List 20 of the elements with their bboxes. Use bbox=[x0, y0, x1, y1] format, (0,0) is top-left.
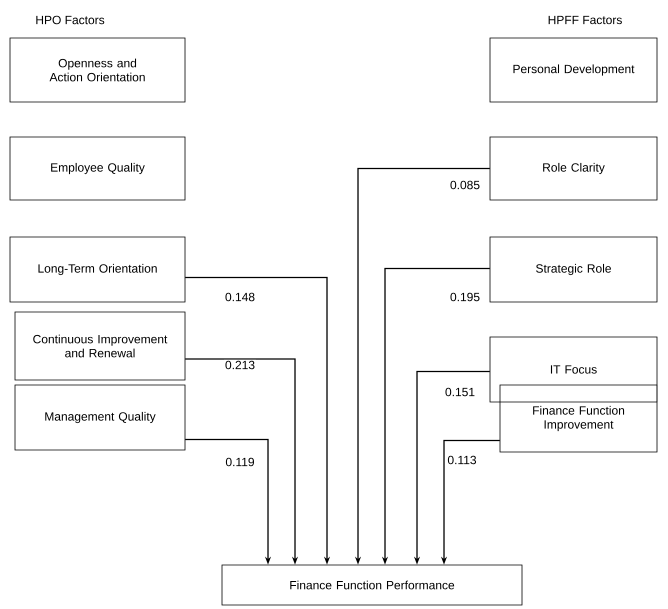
factor-box: Continuous Improvement and Renewal bbox=[14, 312, 186, 380]
factor-box: Openness and Action Orientation bbox=[10, 38, 186, 102]
factor-box: Management Quality bbox=[14, 384, 186, 450]
factor-box: Employee Quality bbox=[10, 136, 186, 200]
edge-label: 0.151 bbox=[444, 386, 476, 398]
edge-label: 0.119 bbox=[224, 456, 256, 468]
factor-box: Finance Function Improvement bbox=[500, 384, 658, 452]
edge-label: 0.085 bbox=[449, 180, 482, 190]
edge-label: 0.195 bbox=[449, 292, 482, 302]
column-heading: HPFF Factors bbox=[548, 16, 622, 24]
factor-box: IT Focus bbox=[490, 336, 658, 402]
factor-box: Finance Function Performance bbox=[222, 564, 522, 606]
edge-label: 0.148 bbox=[224, 292, 256, 302]
column-heading: HPO Factors bbox=[36, 16, 104, 24]
factor-box: Long-Term Orientation bbox=[10, 236, 186, 302]
factor-box: Personal Development bbox=[490, 38, 658, 102]
factor-box: Strategic Role bbox=[490, 236, 658, 302]
edge-label: 0.213 bbox=[224, 360, 256, 370]
factor-box: Role Clarity bbox=[490, 136, 658, 200]
edge-label: 0.113 bbox=[446, 454, 478, 466]
